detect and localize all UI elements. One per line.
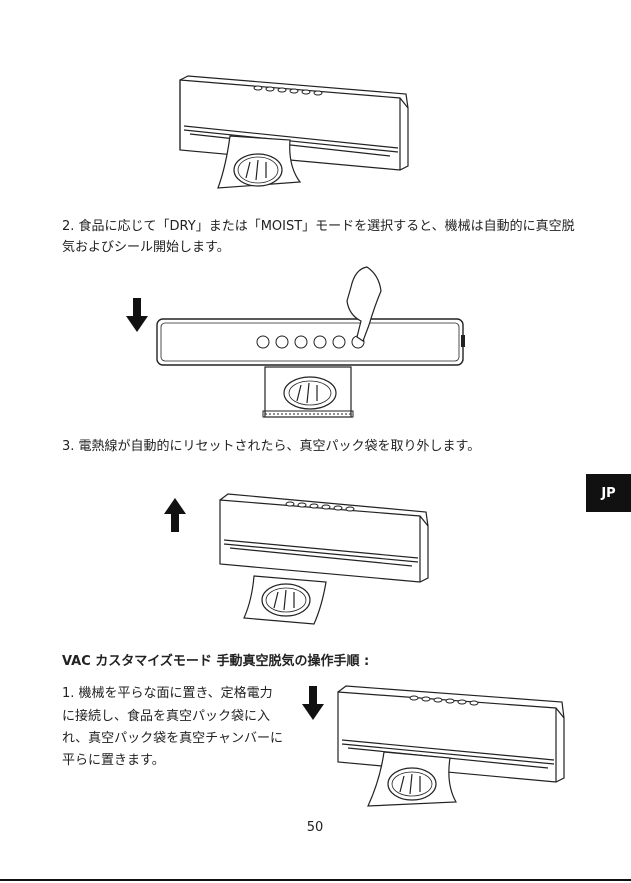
vacuum-sealer-illustration-2 <box>214 488 444 628</box>
page-number: 50 <box>300 818 330 837</box>
section-heading: VAC カスタマイズモード 手動真空脱気の操作手順 : <box>62 652 369 671</box>
language-tab: JP <box>586 474 631 512</box>
step2-line2: 気およびシール開始します。 <box>62 238 230 257</box>
step3-text: 3. 電熱線が自動的にリセットされたら、真空パック袋を取り外します。 <box>62 437 480 456</box>
down-arrow-icon <box>302 686 324 722</box>
down-arrow-icon <box>126 298 148 334</box>
up-arrow-icon <box>164 498 186 534</box>
step2-line1: 2. 食品に応じて「DRY」または「MOIST」モードを選択すると、機械は自動的… <box>62 217 575 236</box>
bottom-divider <box>0 879 631 881</box>
step1-line4: 平らに置きます。 <box>62 751 165 770</box>
vacuum-sealer-illustration-1 <box>170 70 420 190</box>
vacuum-sealer-illustration-3 <box>330 680 575 810</box>
step1-line1: 1. 機械を平らな面に置き、定格電力 <box>62 684 273 703</box>
step1-line3: れ、真空パック袋を真空チャンバーに <box>62 729 283 748</box>
control-panel-illustration <box>155 265 475 425</box>
step1-line2: に接続し、食品を真空パック袋に入 <box>62 707 270 726</box>
